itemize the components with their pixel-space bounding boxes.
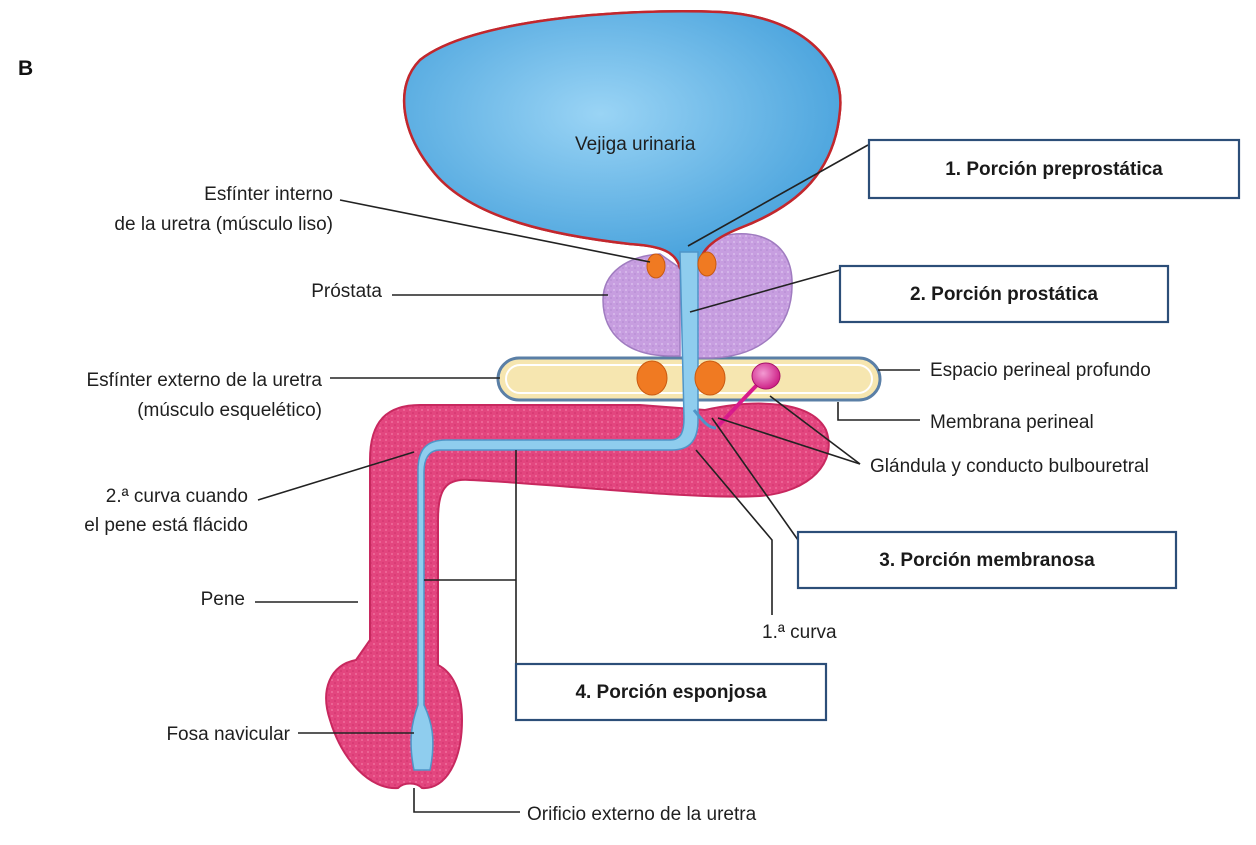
external-sphincter-left <box>636 360 668 396</box>
label-internal-sphincter-1: Esfínter interno <box>204 184 333 205</box>
label-external-orifice: Orificio externo de la uretra <box>527 804 757 825</box>
label-prostate: Próstata <box>311 281 382 302</box>
label-deep-perineal-space: Espacio perineal profundo <box>930 360 1151 381</box>
label-second-curve-1: 2.ª curva cuando <box>106 486 248 507</box>
label-perineal-membrane: Membrana perineal <box>930 412 1094 433</box>
box-prostatic-label: 2. Porción prostática <box>910 284 1098 305</box>
box-membranous: 3. Porción membranosa <box>796 530 1178 590</box>
box-membranous-label: 3. Porción membranosa <box>879 550 1095 571</box>
urethra <box>410 251 699 771</box>
bulbourethral-duct <box>716 382 760 428</box>
label-internal-sphincter-2: de la uretra (músculo liso) <box>114 214 333 235</box>
penis-shape <box>325 402 830 790</box>
label-external-sphincter-2: (músculo esquelético) <box>137 400 322 421</box>
bulbourethral-gland <box>751 362 781 390</box>
prostate-shape-right <box>695 233 793 359</box>
box-preprostatic-label: 1. Porción preprostática <box>945 159 1163 180</box>
label-navicular-fossa: Fosa navicular <box>166 724 290 745</box>
box-prostatic: 2. Porción prostática <box>838 264 1170 324</box>
label-bladder: Vejiga urinaria <box>575 134 696 155</box>
external-sphincter-right <box>694 360 726 396</box>
label-penis: Pene <box>201 589 245 610</box>
label-second-curve-2: el pene está flácido <box>84 515 248 536</box>
box-spongy-label: 4. Porción esponjosa <box>575 682 767 703</box>
internal-sphincter-left <box>646 253 666 279</box>
internal-sphincter-right <box>697 251 717 277</box>
label-first-curve: 1.ª curva <box>762 622 837 643</box>
label-external-sphincter-1: Esfínter externo de la uretra <box>86 370 322 391</box>
prostate-shape <box>602 253 681 357</box>
box-preprostatic: 1. Porción preprostática <box>867 138 1241 200</box>
panel-letter: B <box>18 57 33 80</box>
box-spongy: 4. Porción esponjosa <box>514 662 828 722</box>
label-bulbourethral: Glándula y conducto bulbouretral <box>870 456 1149 477</box>
